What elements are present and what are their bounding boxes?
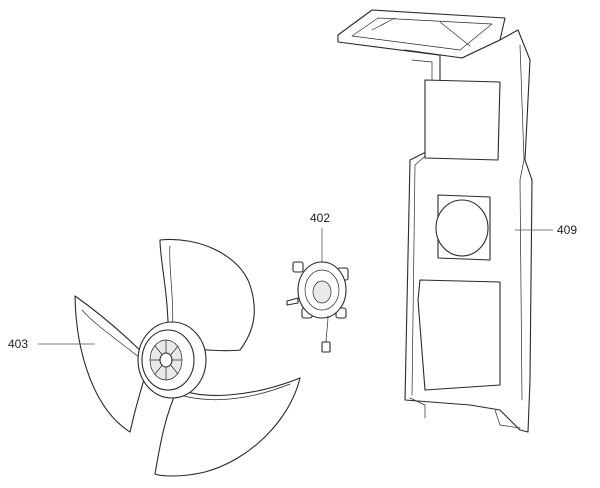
fan-blade-lower (154, 377, 301, 477)
callout-bracket: 409 (557, 223, 577, 237)
callout-fan-blade: 403 (8, 337, 28, 351)
motor-shaft (286, 297, 299, 306)
fan-blade-upper (159, 238, 255, 352)
bracket-lower-window (417, 279, 501, 391)
callout-motor: 402 (310, 211, 330, 225)
bracket-upper-window (424, 79, 501, 161)
fan-blade (74, 238, 301, 477)
fan-blade-left (74, 295, 151, 433)
motor-cable (325, 315, 329, 345)
motor-bracket (337, 9, 533, 433)
fan-hub-center (159, 352, 173, 368)
fan-motor (286, 261, 349, 353)
